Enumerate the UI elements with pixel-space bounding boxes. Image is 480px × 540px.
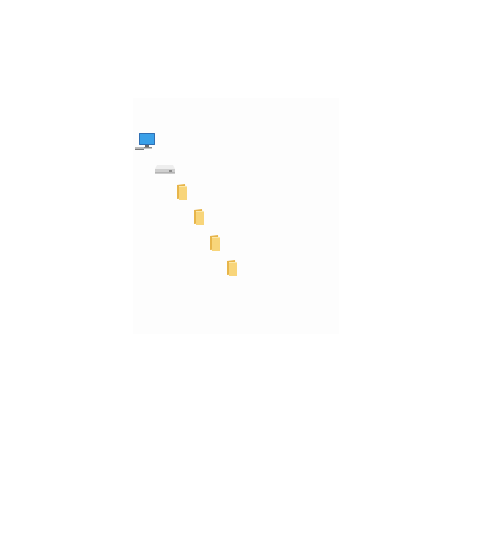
computer-icon (135, 133, 155, 150)
tree-item-computer[interactable] (134, 132, 156, 152)
folder-tree-panel (133, 98, 339, 334)
folder-icon (227, 260, 237, 276)
tree-item-folder-1[interactable] (176, 182, 188, 202)
drive-icon (155, 165, 175, 174)
folder-icon (210, 235, 220, 251)
tree-item-drive[interactable] (154, 158, 176, 178)
tree-item-folder-2[interactable] (193, 207, 205, 227)
tree-item-folder-4[interactable] (226, 258, 238, 278)
folder-icon (177, 184, 187, 200)
folder-icon (194, 209, 204, 225)
tree-item-folder-3[interactable] (209, 233, 221, 253)
